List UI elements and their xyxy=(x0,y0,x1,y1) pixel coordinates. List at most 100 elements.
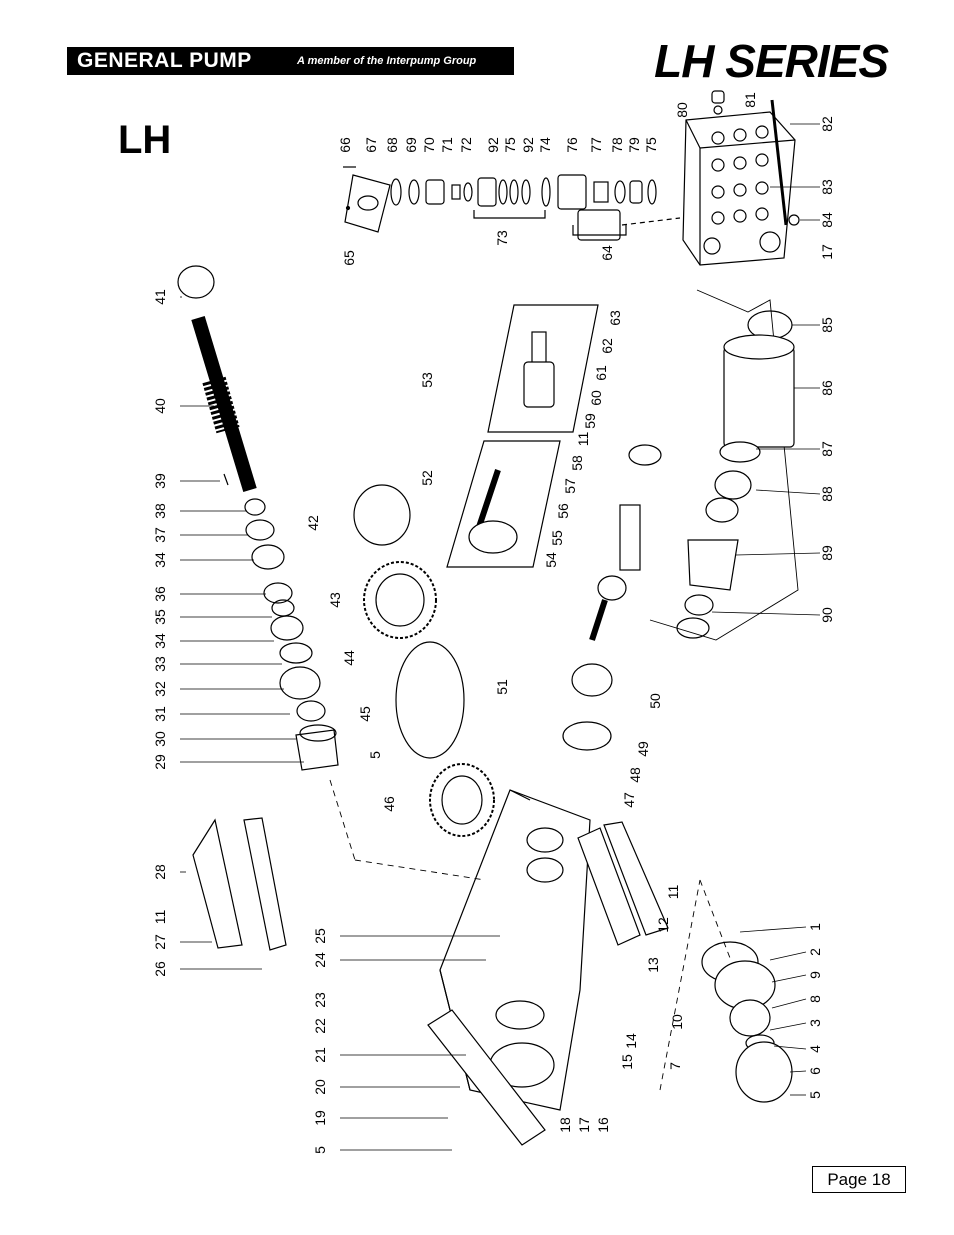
part-label-76: 76 xyxy=(564,137,580,153)
part-label-21: 21 xyxy=(312,1047,328,1063)
part-label-86: 86 xyxy=(819,380,835,396)
part-drawings xyxy=(177,90,821,1151)
part-label-75: 75 xyxy=(643,137,659,153)
part-label-77: 77 xyxy=(588,137,604,153)
part-label-44: 44 xyxy=(341,650,357,666)
part-label-61: 61 xyxy=(593,365,609,381)
part-label-13: 13 xyxy=(645,957,661,973)
part-label-38: 38 xyxy=(152,503,168,519)
part-label-51: 51 xyxy=(494,679,510,695)
gear-drawing xyxy=(353,484,495,837)
assembly-lines xyxy=(329,779,731,1091)
part-label-17: 17 xyxy=(819,244,835,260)
cylinder-assembly-drawing xyxy=(676,310,795,639)
bearing-housing-drawing xyxy=(701,941,793,1103)
part-label-27: 27 xyxy=(152,934,168,950)
part-label-79: 79 xyxy=(626,137,642,153)
part-label-84: 84 xyxy=(819,212,835,228)
part-label-43: 43 xyxy=(327,592,343,608)
part-label-55: 55 xyxy=(549,530,565,546)
part-label-92: 92 xyxy=(485,137,501,153)
part-label-63: 63 xyxy=(607,310,623,326)
part-label-22: 22 xyxy=(312,1018,328,1034)
part-label-14: 14 xyxy=(623,1033,639,1049)
part-label-69: 69 xyxy=(403,137,419,153)
valve-row-drawing xyxy=(390,174,681,241)
part-label-4: 4 xyxy=(807,1045,823,1053)
part-label-50: 50 xyxy=(647,693,663,709)
header-banner: GENERAL PUMP A member of the Interpump G… xyxy=(67,47,514,75)
part-label-65: 65 xyxy=(341,250,357,266)
part-label-12: 12 xyxy=(655,917,671,933)
part-label-75: 75 xyxy=(502,137,518,153)
part-label-5: 5 xyxy=(312,1146,328,1154)
part-label-28: 28 xyxy=(152,864,168,880)
part-label-34: 34 xyxy=(152,552,168,568)
part-label-53: 53 xyxy=(419,372,435,388)
series-title: LH SERIES xyxy=(654,35,889,87)
part-label-37: 37 xyxy=(152,527,168,543)
part-label-41: 41 xyxy=(152,289,168,305)
part-label-74: 74 xyxy=(537,137,553,153)
part-label-34: 34 xyxy=(152,633,168,649)
part-label-29: 29 xyxy=(152,754,168,770)
part-label-23: 23 xyxy=(312,992,328,1008)
part-label-78: 78 xyxy=(609,137,625,153)
cover-plates-drawing xyxy=(192,817,669,1146)
part-label-45: 45 xyxy=(357,706,373,722)
part-label-33: 33 xyxy=(152,656,168,672)
part-label-35: 35 xyxy=(152,609,168,625)
part-label-39: 39 xyxy=(152,473,168,489)
model-label: LH xyxy=(118,118,172,162)
part-label-11: 11 xyxy=(152,910,168,925)
manifold-drawing xyxy=(682,90,800,266)
part-label-30: 30 xyxy=(152,731,168,747)
part-label-54: 54 xyxy=(543,552,559,568)
part-label-46: 46 xyxy=(381,796,397,812)
part-label-82: 82 xyxy=(819,116,835,132)
part-label-71: 71 xyxy=(439,137,455,153)
part-label-26: 26 xyxy=(152,961,168,977)
crankshaft-drawing xyxy=(177,265,339,771)
part-label-52: 52 xyxy=(419,470,435,486)
part-label-83: 83 xyxy=(819,179,835,195)
part-label-85: 85 xyxy=(819,317,835,333)
brand-tagline: A member of the Interpump Group xyxy=(297,55,477,67)
part-label-64: 64 xyxy=(599,245,615,261)
part-label-9: 9 xyxy=(807,971,823,979)
part-label-62: 62 xyxy=(599,338,615,354)
valve-cover-drawing xyxy=(343,166,391,233)
part-label-60: 60 xyxy=(588,390,604,406)
part-label-1: 1 xyxy=(807,923,823,931)
part-label-17: 17 xyxy=(576,1117,592,1133)
part-label-31: 31 xyxy=(152,706,168,722)
part-label-89: 89 xyxy=(819,545,835,561)
part-label-80: 80 xyxy=(674,102,690,118)
part-label-48: 48 xyxy=(627,767,643,783)
brand-name: GENERAL PUMP xyxy=(77,49,252,72)
part-label-57: 57 xyxy=(562,478,578,494)
part-label-5: 5 xyxy=(367,751,383,759)
part-label-81: 81 xyxy=(742,92,758,108)
part-label-11: 11 xyxy=(575,432,591,447)
leader-lines xyxy=(180,123,821,1151)
part-label-5: 5 xyxy=(807,1091,823,1099)
part-label-32: 32 xyxy=(152,681,168,697)
page-number: Page 18 xyxy=(812,1166,906,1193)
part-label-3: 3 xyxy=(807,1019,823,1027)
part-label-87: 87 xyxy=(819,441,835,457)
part-label-47: 47 xyxy=(621,792,637,808)
part-label-40: 40 xyxy=(152,398,168,414)
part-label-67: 67 xyxy=(363,137,379,153)
conrod-drawing xyxy=(562,444,662,751)
part-label-42: 42 xyxy=(305,515,321,531)
part-label-66: 66 xyxy=(337,137,353,153)
part-label-10: 10 xyxy=(669,1014,685,1030)
part-label-68: 68 xyxy=(384,137,400,153)
part-label-24: 24 xyxy=(312,952,328,968)
part-label-15: 15 xyxy=(619,1054,635,1070)
part-label-25: 25 xyxy=(312,928,328,944)
part-label-49: 49 xyxy=(635,741,651,757)
